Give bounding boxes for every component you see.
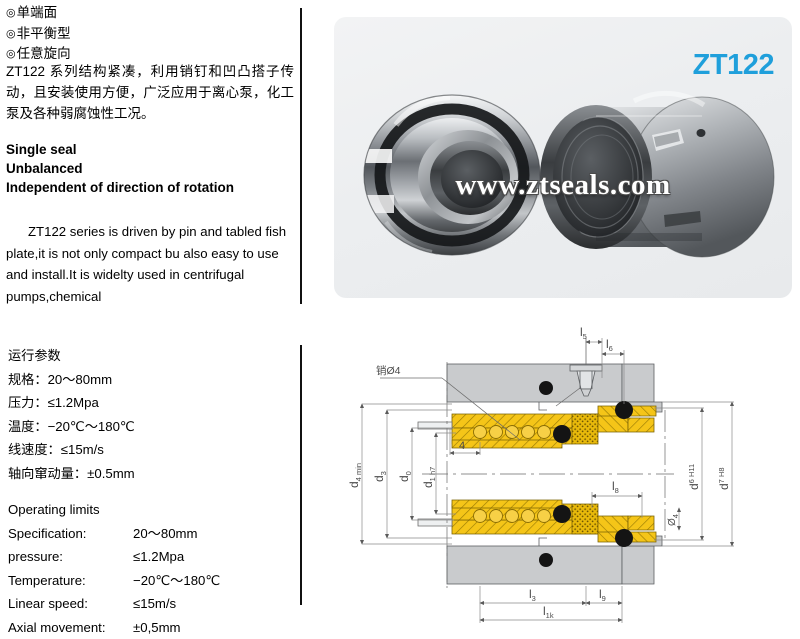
param-label: 规格： [8, 372, 48, 387]
bullet-label: 非平衡型 [17, 26, 71, 41]
circle-bullet-icon: ◎ [6, 7, 16, 19]
circle-bullet-icon: ◎ [6, 28, 16, 40]
limit-label: Linear speed: [8, 592, 133, 616]
label-d4min: d4 min [347, 463, 363, 488]
bullet-item: ◎单端面 [6, 3, 71, 24]
heading-rotation-independent: Independent of direction of rotation [6, 178, 296, 197]
param-value: ≤15m/s [61, 442, 104, 457]
limit-value: ≤15m/s [133, 592, 293, 616]
english-description-text: ZT122 series is driven by pin and tabled… [6, 224, 286, 304]
label-d4-small: Ø4 [667, 514, 680, 526]
chinese-operating-parameters: 运行参数 规格：20～80mm 压力：≤1.2Mpa 温度：−20℃～180℃ … [8, 344, 288, 485]
label-l5: l5 [580, 325, 587, 341]
technical-drawing-panel: d4 min d3 d0 d1 h7 d6 H11 d7 H8 Ø4 l5 l6… [334, 318, 796, 629]
params-title: 运行参数 [8, 344, 288, 368]
product-model-title: ZT122 [693, 49, 774, 82]
product-photo-panel: ZT122 www.ztseals.com [334, 17, 792, 298]
label-d3: d3 [372, 471, 388, 482]
label-four: 4 [459, 440, 465, 452]
website-watermark: www.ztseals.com [455, 169, 670, 202]
label-l6: l6 [606, 337, 613, 353]
english-description-paragraph: ZT122 series is driven by pin and tabled… [6, 221, 291, 307]
param-value: ±0.5mm [87, 466, 135, 481]
label-l8: l8 [612, 479, 619, 495]
chinese-feature-bullets: ◎单端面 ◎非平衡型 ◎任意旋向 [6, 3, 71, 65]
english-feature-headings: Single seal Unbalanced Independent of di… [6, 140, 296, 197]
limit-value: ≤1.2Mpa [133, 545, 293, 569]
limit-value: −20℃～180℃ [133, 569, 293, 593]
param-label: 轴向窜动量： [8, 466, 87, 481]
param-row: 规格：20～80mm [8, 368, 288, 392]
seal-cross-section-drawing: d4 min d3 d0 d1 h7 d6 H11 d7 H8 Ø4 l5 l6… [334, 318, 796, 629]
limit-label: pressure: [8, 545, 133, 569]
param-label: 线速度： [8, 442, 61, 457]
limit-value: ±0,5mm [133, 616, 293, 639]
limit-row: Linear speed: ≤15m/s [8, 592, 293, 616]
l8-dimension [592, 492, 642, 518]
label-l9: l9 [599, 587, 606, 603]
label-d6H11: d6 H11 [687, 464, 701, 490]
param-row: 温度：−20℃～180℃ [8, 415, 288, 439]
limit-row: Temperature: −20℃～180℃ [8, 569, 293, 593]
param-value: 20～80mm [48, 372, 113, 387]
label-d7H8: d7 H8 [717, 467, 731, 490]
vertical-divider-bottom [300, 345, 302, 605]
limit-value: 20～80mm [133, 522, 293, 546]
bullet-item: ◎非平衡型 [6, 24, 71, 45]
param-value: −20℃～180℃ [48, 419, 135, 434]
param-row: 压力：≤1.2Mpa [8, 391, 288, 415]
left-text-column: ◎单端面 ◎非平衡型 ◎任意旋向 ZT122 系列结构紧凑，利用销钉和凹凸搭子传… [0, 0, 296, 631]
limit-row: pressure: ≤1.2Mpa [8, 545, 293, 569]
chinese-description-paragraph: ZT122 系列结构紧凑，利用销钉和凹凸搭子传动，且安装使用方便，广泛应用于离心… [6, 61, 294, 124]
limit-row: Specification: 20～80mm [8, 522, 293, 546]
bullet-label: 任意旋向 [17, 46, 71, 61]
param-label: 压力： [8, 395, 48, 410]
limit-row: Axial movement: ±0,5mm [8, 616, 293, 639]
english-operating-limits: Operating limits Specification: 20～80mm … [8, 498, 293, 639]
heading-single-seal: Single seal [6, 140, 296, 159]
limit-label: Specification: [8, 522, 133, 546]
label-l1k: l1k [543, 604, 554, 620]
label-l3: l3 [529, 587, 536, 603]
bullet-label: 单端面 [17, 5, 58, 20]
limit-label: Axial movement: [8, 616, 133, 639]
param-row: 线速度：≤15m/s [8, 438, 288, 462]
param-label: 温度： [8, 419, 48, 434]
heading-unbalanced: Unbalanced [6, 159, 296, 178]
param-value: ≤1.2Mpa [48, 395, 99, 410]
circle-bullet-icon: ◎ [6, 48, 16, 60]
limit-label: Temperature: [8, 569, 133, 593]
label-d1h7: d1 h7 [421, 467, 437, 488]
label-pin-annotation: 销Ø4 [376, 364, 401, 377]
param-row: 轴向窜动量：±0.5mm [8, 462, 288, 486]
limits-title: Operating limits [8, 498, 293, 522]
vertical-divider-top [300, 8, 302, 304]
limits-title-label: Operating limits [8, 498, 133, 522]
label-d0: d0 [397, 471, 413, 482]
